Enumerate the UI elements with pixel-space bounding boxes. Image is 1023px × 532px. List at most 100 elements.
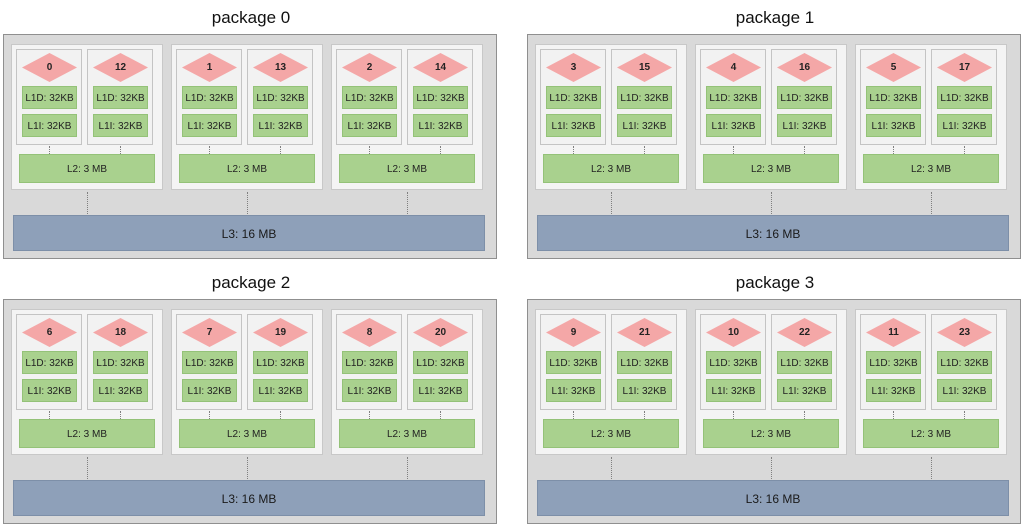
thread-diamond: 2 xyxy=(342,53,397,82)
diamond-shape xyxy=(777,318,832,347)
l1d-cache: L1D: 32KB xyxy=(93,86,148,109)
thread-diamond: 10 xyxy=(706,318,761,347)
package-title: package 3 xyxy=(735,273,815,292)
l2-cache: L2: 3 MB xyxy=(339,419,475,448)
l1-to-l2-connector xyxy=(209,146,210,154)
l1i-cache: L1I: 32KB xyxy=(342,114,397,137)
l1d-cache: L1D: 32KB xyxy=(866,351,921,374)
l1-to-l2-connector xyxy=(440,411,441,419)
diamond-shape xyxy=(93,318,148,347)
l1-to-l2-connector xyxy=(804,411,805,419)
thread-diamond: 18 xyxy=(93,318,148,347)
diamond-shape xyxy=(546,53,601,82)
diamond-shape xyxy=(253,53,308,82)
thread-id-label: 7 xyxy=(206,327,213,338)
l1d-cache: L1D: 32KB xyxy=(342,86,397,109)
l2-cache: L2: 3 MB xyxy=(703,154,839,183)
l3-cache: L3: 16 MB xyxy=(13,480,485,516)
l2-to-l3-connector xyxy=(611,192,612,214)
thread-diamond: 14 xyxy=(413,53,468,82)
thread-diamond: 15 xyxy=(617,53,672,82)
l2-cache: L2: 3 MB xyxy=(179,154,315,183)
thread-diamond: 9 xyxy=(546,318,601,347)
l1d-cache: L1D: 32KB xyxy=(866,86,921,109)
package-title: package 1 xyxy=(735,8,815,27)
l1i-cache: L1I: 32KB xyxy=(617,379,672,402)
l3-cache: L3: 16 MB xyxy=(537,480,1009,516)
thread-diamond: 20 xyxy=(413,318,468,347)
l1i-cache: L1I: 32KB xyxy=(777,114,832,137)
l2-cache: L2: 3 MB xyxy=(543,419,679,448)
thread-diamond: 6 xyxy=(22,318,77,347)
diamond-shape xyxy=(937,318,992,347)
l1i-cache: L1I: 32KB xyxy=(546,379,601,402)
thread-diamond: 22 xyxy=(777,318,832,347)
l1d-cache: L1D: 32KB xyxy=(937,86,992,109)
l1i-cache: L1I: 32KB xyxy=(546,114,601,137)
thread-id-label: 18 xyxy=(114,327,127,338)
diamond-shape xyxy=(253,318,308,347)
l1d-cache: L1D: 32KB xyxy=(546,351,601,374)
l2-to-l3-connector xyxy=(771,192,772,214)
l2-to-l3-connector xyxy=(931,457,932,479)
l1i-cache: L1I: 32KB xyxy=(706,379,761,402)
thread-id-label: 10 xyxy=(727,327,740,338)
thread-diamond: 17 xyxy=(937,53,992,82)
thread-diamond: 8 xyxy=(342,318,397,347)
thread-id-label: 2 xyxy=(366,62,373,73)
l1d-cache: L1D: 32KB xyxy=(253,351,308,374)
l2-to-l3-connector xyxy=(87,457,88,479)
thread-diamond: 19 xyxy=(253,318,308,347)
thread-id-label: 23 xyxy=(958,327,971,338)
l1d-cache: L1D: 32KB xyxy=(937,351,992,374)
l1i-cache: L1I: 32KB xyxy=(777,379,832,402)
thread-diamond: 5 xyxy=(866,53,921,82)
thread-id-label: 21 xyxy=(638,327,651,338)
thread-id-label: 11 xyxy=(888,327,899,338)
l1d-cache: L1D: 32KB xyxy=(182,86,237,109)
l1-to-l2-connector xyxy=(280,146,281,154)
thread-diamond: 0 xyxy=(22,53,77,82)
l1-to-l2-connector xyxy=(644,411,645,419)
l1-to-l2-connector xyxy=(369,146,370,154)
l2-cache: L2: 3 MB xyxy=(19,154,155,183)
diamond-shape xyxy=(706,318,761,347)
l1d-cache: L1D: 32KB xyxy=(617,86,672,109)
l2-cache: L2: 3 MB xyxy=(863,154,999,183)
thread-diamond: 1 xyxy=(182,53,237,82)
thread-id-label: 1 xyxy=(206,62,213,73)
thread-id-label: 14 xyxy=(434,62,447,73)
l2-to-l3-connector xyxy=(931,192,932,214)
l1i-cache: L1I: 32KB xyxy=(866,114,921,137)
l1i-cache: L1I: 32KB xyxy=(937,379,992,402)
l1i-cache: L1I: 32KB xyxy=(413,114,468,137)
l1-to-l2-connector xyxy=(964,411,965,419)
diamond-shape xyxy=(182,318,237,347)
l2-to-l3-connector xyxy=(611,457,612,479)
l1-to-l2-connector xyxy=(573,411,574,419)
thread-id-label: 0 xyxy=(46,62,53,73)
l2-cache: L2: 3 MB xyxy=(703,419,839,448)
l2-to-l3-connector xyxy=(247,457,248,479)
l1-to-l2-connector xyxy=(280,411,281,419)
l1-to-l2-connector xyxy=(964,146,965,154)
